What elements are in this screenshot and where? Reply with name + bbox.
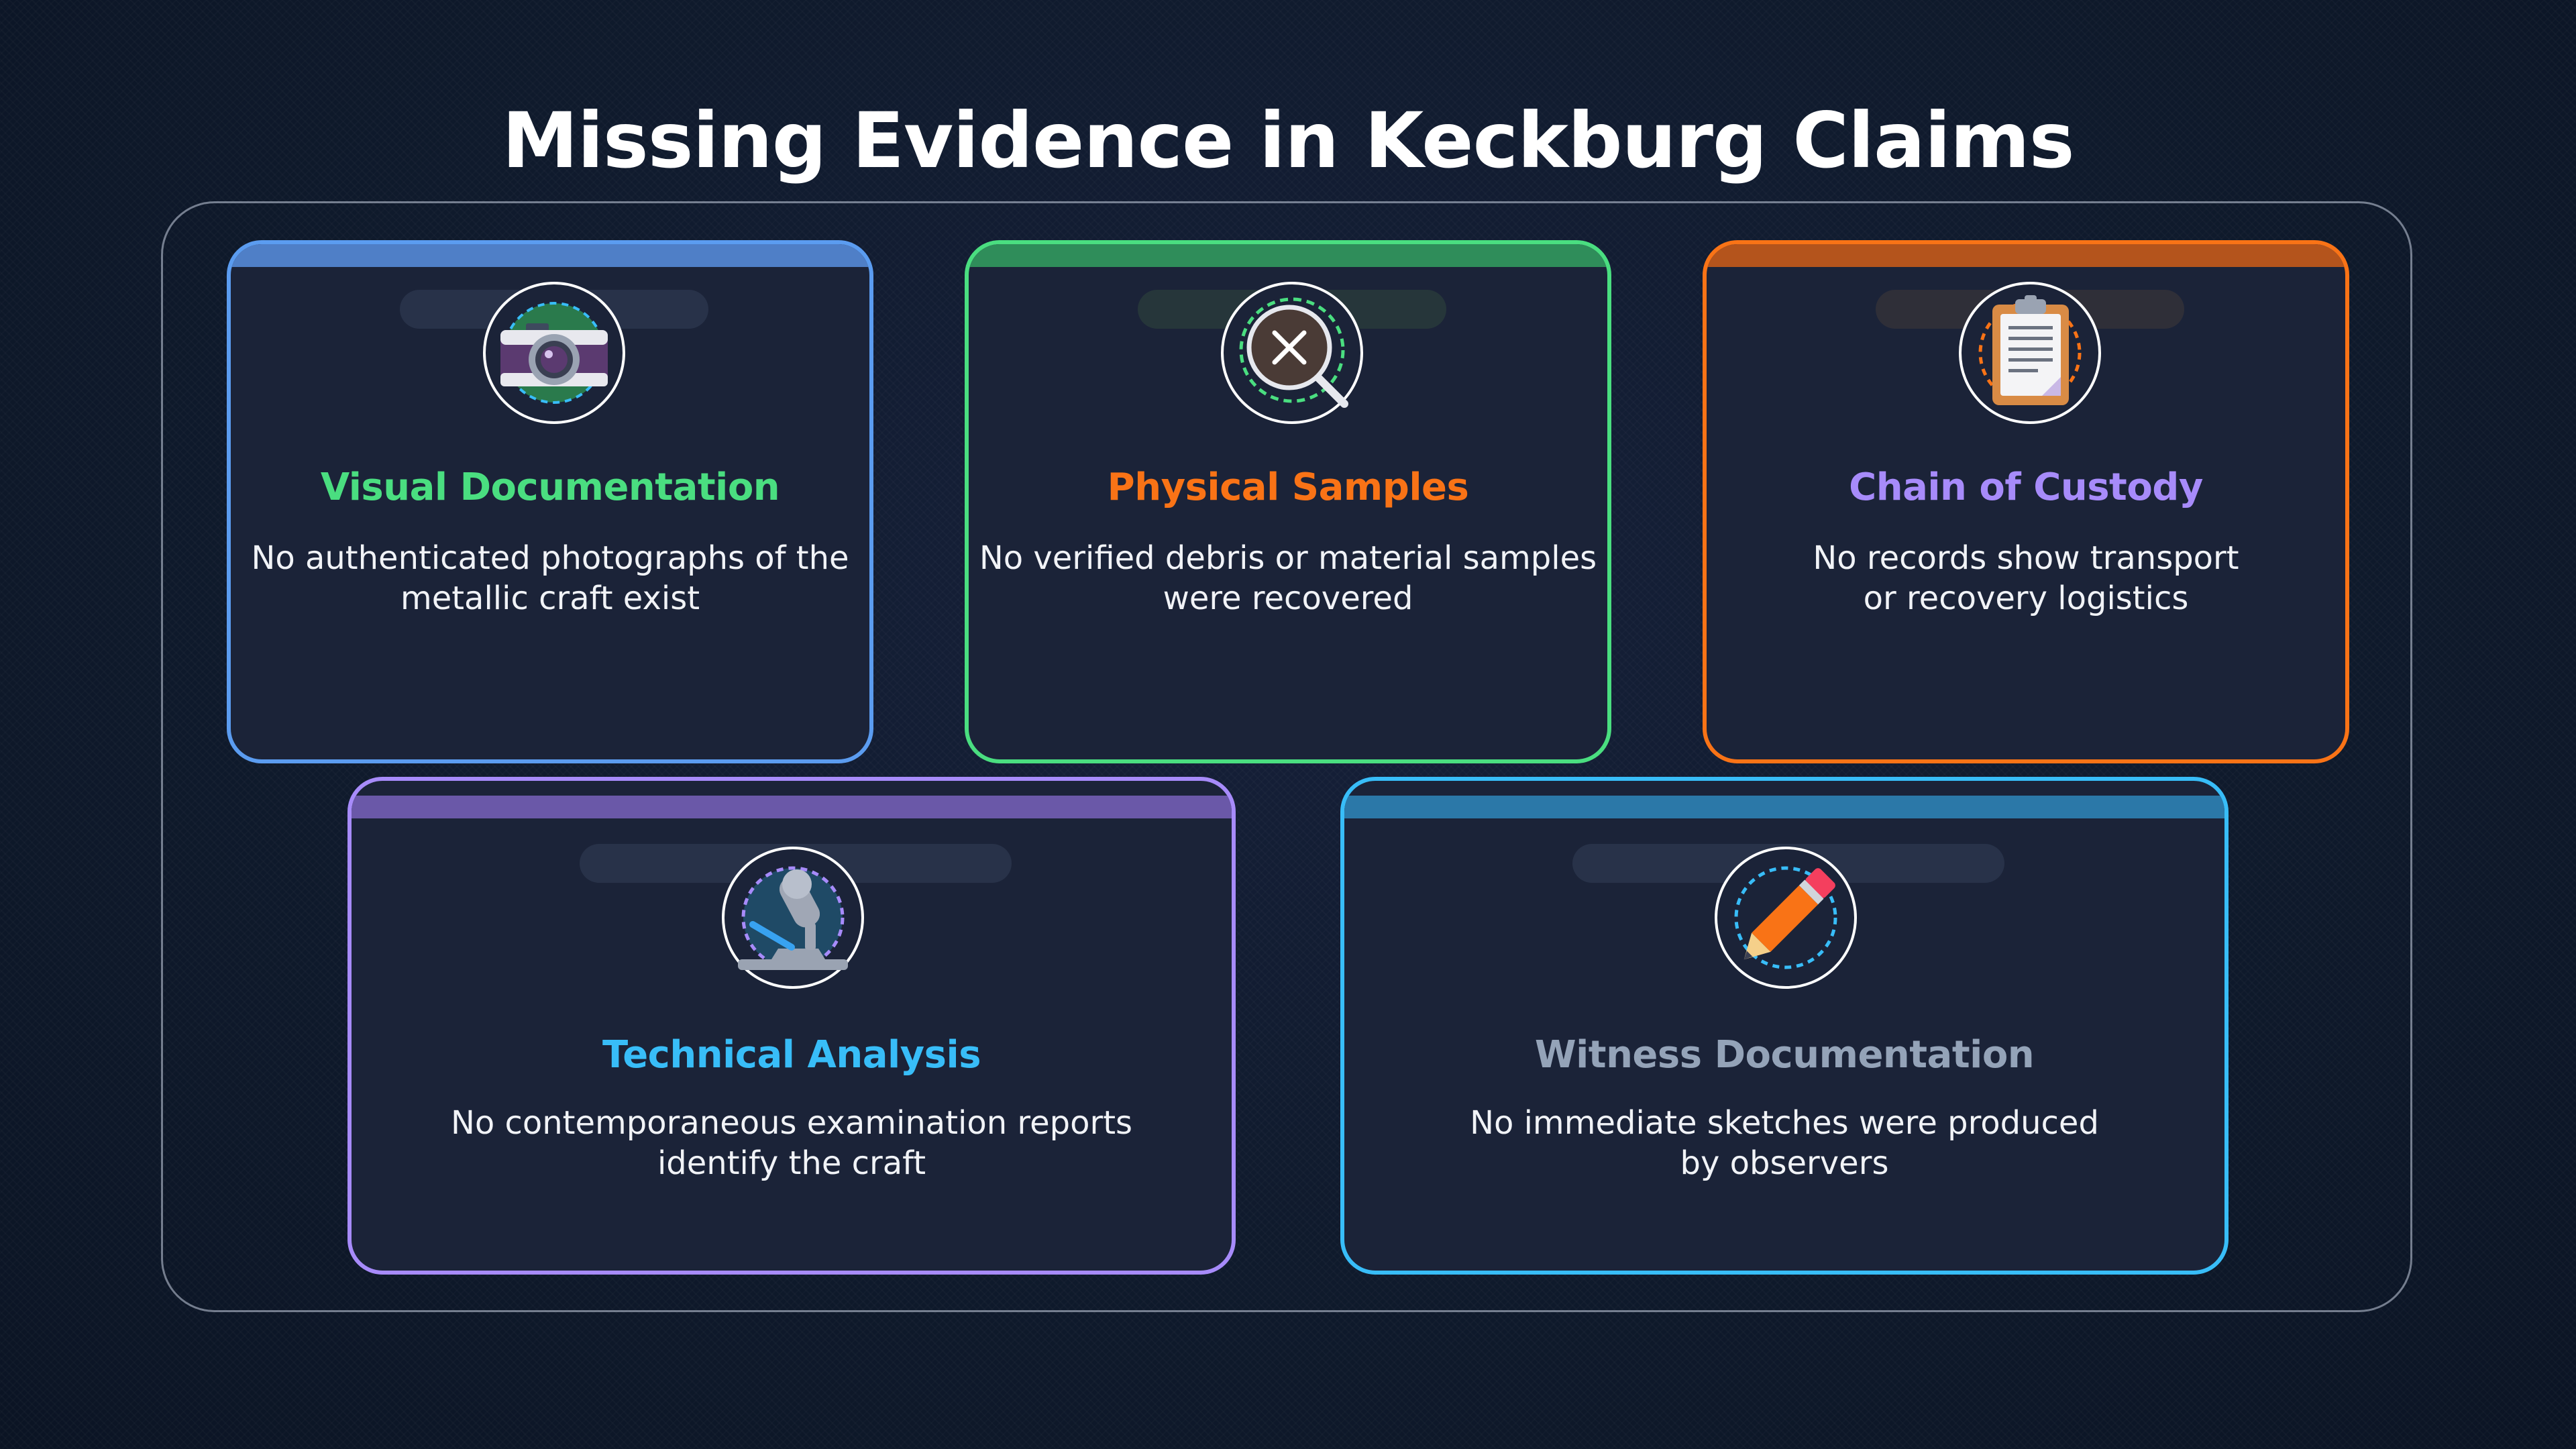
- card-description-line-2: identify the craft: [657, 1144, 926, 1182]
- card-description-line-2: or recovery logistics: [1863, 580, 2189, 617]
- icon-badge: [722, 847, 864, 989]
- card-top-bar: [1707, 244, 2345, 267]
- card-top-bar: [969, 244, 1607, 267]
- cards-frame: [161, 201, 2412, 1312]
- card-physical-samples: Physical Samples No verified debris or m…: [965, 240, 1611, 763]
- icon-badge: [1959, 282, 2101, 424]
- card-title: Visual Documentation: [320, 466, 780, 509]
- card-top-bar: [231, 244, 869, 267]
- card-title: Witness Documentation: [1534, 1033, 2035, 1077]
- card-top-bar: [1344, 796, 2224, 818]
- card-description-line-1: No records show transport: [1813, 539, 2239, 577]
- card-title: Physical Samples: [1107, 466, 1469, 509]
- card-technical-analysis: Technical Analysis No contemporaneous ex…: [347, 777, 1236, 1275]
- microscope-icon: [738, 866, 848, 970]
- icon-badge: [1221, 282, 1363, 424]
- clipboard-icon: [1978, 295, 2082, 405]
- card-top-bar: [352, 796, 1232, 818]
- card-visual-documentation: Visual Documentation No authenticated ph…: [227, 240, 873, 763]
- camera-icon: [500, 302, 608, 404]
- card-description-line-1: No immediate sketches were produced: [1470, 1104, 2099, 1142]
- card-description-line-1: No contemporaneous examination reports: [450, 1104, 1133, 1142]
- card-witness-documentation: Witness Documentation No immediate sketc…: [1340, 777, 2229, 1275]
- icon-badge: [1715, 847, 1857, 989]
- card-description-line-2: metallic craft exist: [400, 580, 700, 617]
- card-title: Technical Analysis: [602, 1033, 981, 1077]
- magnifier-x-icon: [1239, 297, 1348, 408]
- card-chain-of-custody: Chain of Custody No records show transpo…: [1703, 240, 2349, 763]
- card-description-line-1: No authenticated photographs of the: [251, 539, 849, 577]
- card-description-line-2: were recovered: [1163, 580, 1413, 617]
- icon-badge: [483, 282, 625, 424]
- pencil-icon: [1734, 866, 1837, 969]
- card-description-line-2: by observers: [1680, 1144, 1889, 1182]
- card-title: Chain of Custody: [1849, 466, 2203, 509]
- page-title: Missing Evidence in Keckburg Claims: [502, 96, 2074, 185]
- card-description-line-1: No verified debris or material samples: [979, 539, 1597, 577]
